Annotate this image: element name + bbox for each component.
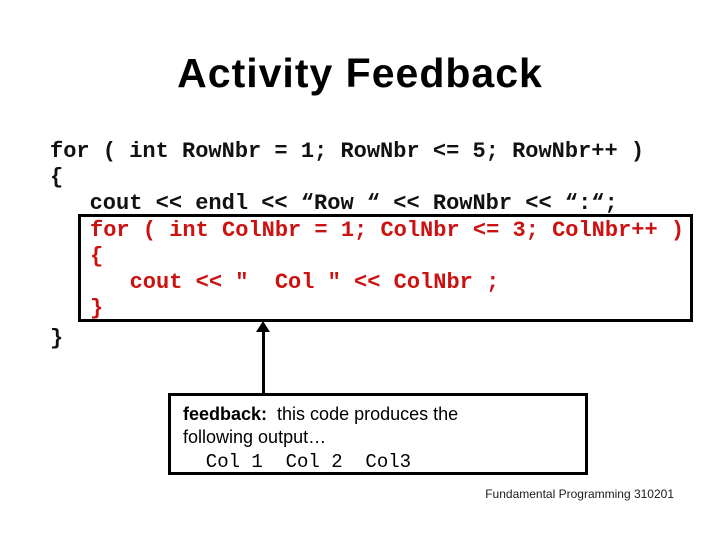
feedback-text-line1: feedback: this code produces the xyxy=(183,403,585,426)
code-line-outer-open-brace: { xyxy=(50,165,64,190)
highlighted-code-box: for ( int ColNbr = 1; ColNbr <= 3; ColNb… xyxy=(78,214,693,322)
slide-title: Activity Feedback xyxy=(177,50,543,96)
code-line-inner-open-brace: { xyxy=(90,244,104,269)
program-output-line: Col 1 Col 2 Col3 xyxy=(183,451,412,473)
arrow-connector-line xyxy=(262,331,265,393)
code-line-inner-close-brace: } xyxy=(90,296,104,321)
feedback-label: feedback: xyxy=(183,404,268,424)
feedback-text-part1: this code produces the xyxy=(267,404,459,424)
code-line-outer-for: for ( int RowNbr = 1; RowNbr <= 5; RowNb… xyxy=(50,139,645,164)
slide-footer: Fundamental Programming 310201 xyxy=(485,487,674,501)
code-line-inner-cout: cout << " Col " << ColNbr ; xyxy=(90,270,500,295)
code-line-outer-cout: cout << endl << “Row “ << RowNbr << “:“; xyxy=(50,191,618,216)
feedback-callout-box: feedback: this code produces the followi… xyxy=(168,393,588,475)
arrow-up-icon xyxy=(256,321,270,332)
code-line-outer-close-brace: } xyxy=(50,326,64,351)
feedback-text-line2: following output… xyxy=(183,427,327,447)
code-line-inner-for: for ( int ColNbr = 1; ColNbr <= 3; ColNb… xyxy=(90,218,685,243)
